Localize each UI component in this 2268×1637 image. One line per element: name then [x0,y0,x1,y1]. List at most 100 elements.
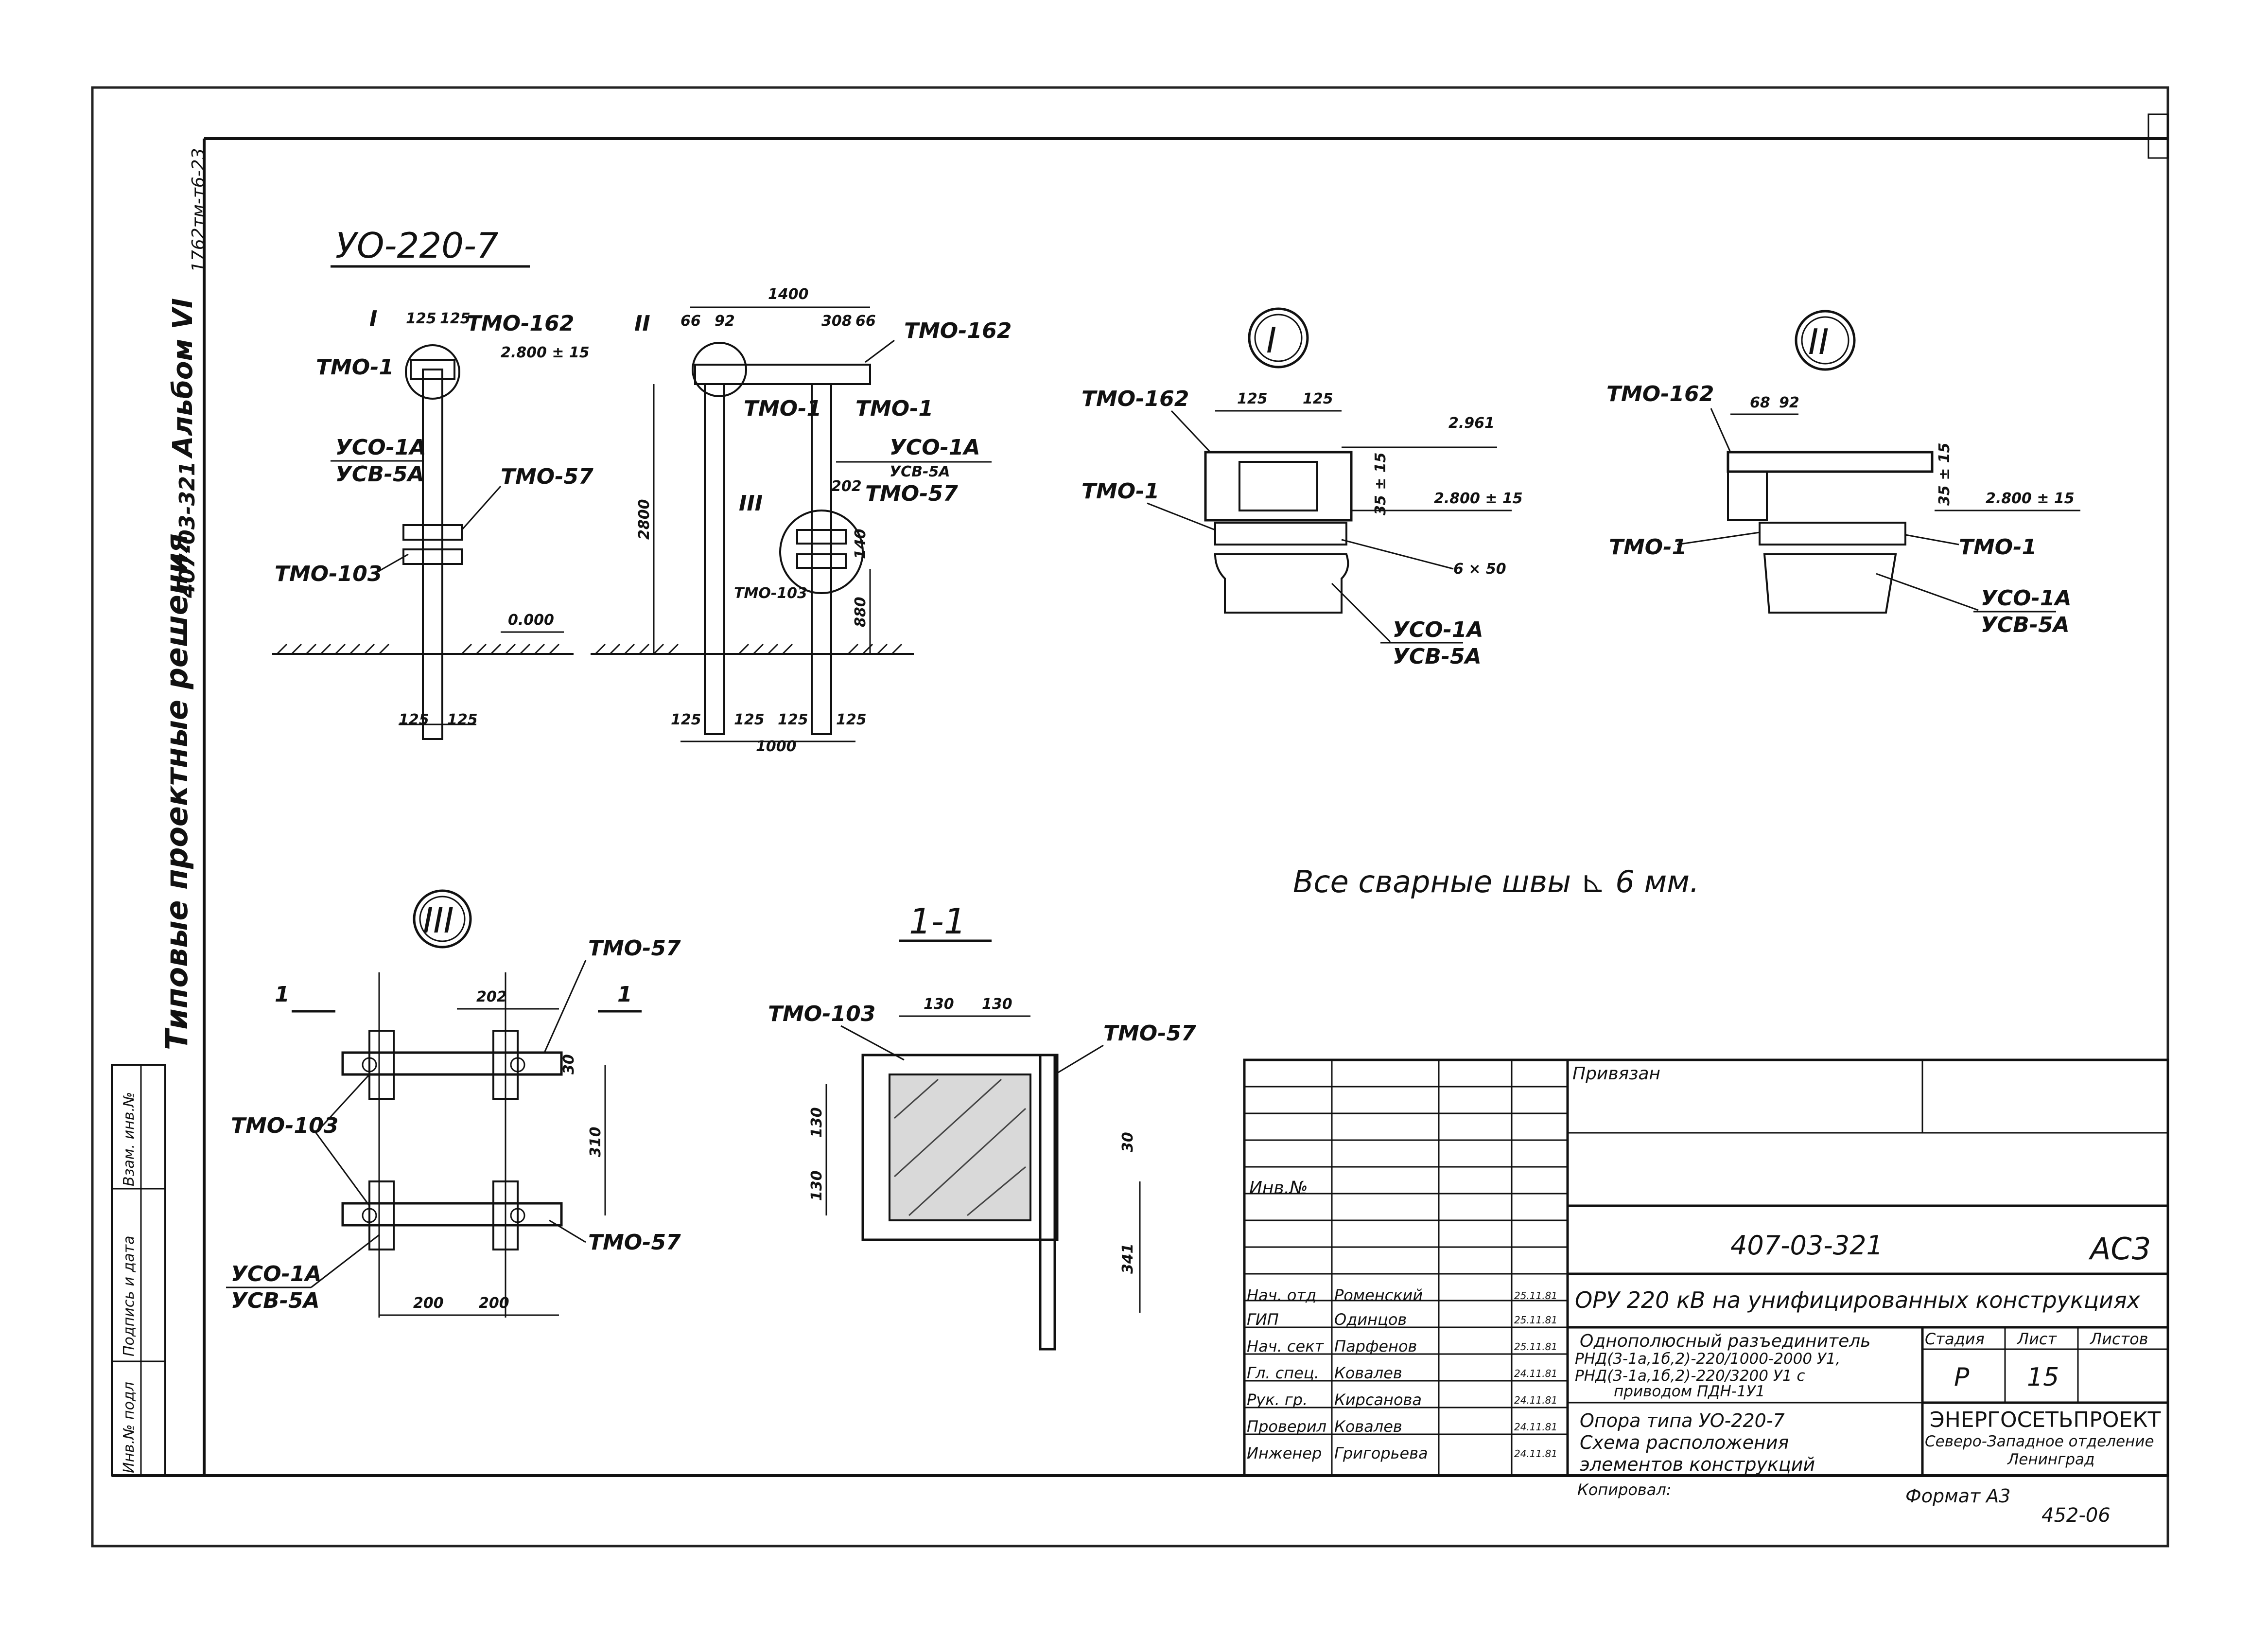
dim-130-c: 130 [808,1107,825,1138]
mark-ii-portal: II [634,311,650,336]
label-usv5a-iii: УСВ-5А [231,1288,320,1313]
label-tmo162-i: ТМО-162 [1082,387,1189,411]
staff-date-1: 25.11.81 [1514,1314,1557,1326]
staff-name-6: Григорьева [1334,1444,1428,1462]
tb-sheet-header: Лист [2017,1330,2057,1348]
label-usv5a-i: УСВ-5А [1393,644,1482,669]
tb-project: ОРУ 220 кВ на унифицированных конструкци… [1575,1287,2141,1313]
tol-35-i: 35 ± 15 [1372,452,1389,515]
dim-130-a: 130 [924,996,954,1013]
detail-i: I 125 125 ТМО-162 2.961 35 ± 15 2.800 ± … [1082,307,1523,669]
tb-org3: Ленинград [2007,1451,2094,1468]
label-tmo1-i: ТМО-1 [1082,479,1159,504]
staff-role-3: Гл. спец. [1247,1364,1319,1382]
tb-desc3: РНД(3-1а,1б,2)-220/3200 У1 с [1575,1367,1805,1385]
dim-1000: 1000 [756,738,797,755]
staff-name-5: Ковалев [1334,1417,1402,1436]
label-tmo103-sec: ТМО-103 [768,1002,875,1026]
label-tmo1-portal-a: ТМО-1 [744,396,821,421]
staff-role-0: Нач. отд [1247,1286,1316,1304]
staff-date-5: 24.11.81 [1514,1421,1557,1433]
tb-stage-header: Стадия [1925,1330,1985,1348]
label-tmo162-main: ТМО-162 [467,311,574,336]
dim-125-i2: 125 [1303,390,1333,407]
detail-iii: III 1 1 202 310 30 ТМО-57 ТМО-103 ТМО-57… [226,889,681,1318]
label-tmo1-ii-right: ТМО-1 [1959,535,2037,560]
level-2961: 2.961 [1448,415,1495,432]
mark-iii-portal: III [739,491,763,516]
label-tmo57-main: ТМО-57 [501,464,593,489]
label-tmo1-portal-b: ТМО-1 [855,396,933,421]
dim-202: 202 [476,988,507,1005]
strip-inv-podl: Инв.№ подл [121,1382,138,1473]
strip-signature: Подпись и дата [121,1236,138,1357]
view-portal: II 1400 66 92 308 66 ТМО-162 2800 880 14… [591,286,1012,755]
label-tmo103-main: ТМО-103 [275,562,382,586]
dim-92-ii: 92 [1779,394,1799,411]
detail-ii-mark: II [1808,321,1829,362]
label-tmo103-portal: ТМО-103 [734,585,807,602]
label-uso1a-iii: УСО-1А [231,1262,322,1286]
label-tmo57-iii-b: ТМО-57 [588,1230,681,1255]
dim-130-d: 130 [808,1170,825,1201]
dim-341: 341 [1119,1243,1136,1274]
section-title: 1-1 [909,901,966,942]
label-usv5a-portal: УСВ-5А [890,463,950,480]
tb-desc1: Однополюсный разъединитель [1580,1331,1870,1351]
dim-130-b: 130 [982,996,1012,1013]
staff-name-2: Парфенов [1334,1337,1417,1355]
staff-date-0: 25.11.81 [1514,1290,1557,1302]
label-tmo57-sec: ТМО-57 [1103,1021,1196,1046]
section-mark-left: 1 [275,982,290,1007]
dim-125-f: 125 [734,711,765,728]
dim-66-a: 66 [680,313,701,330]
album-label: Альбом VI [167,298,199,459]
album-code: 1762тм-т6-23 [189,148,209,272]
tb-desc4: приводом ПДН-1У1 [1614,1383,1765,1400]
level-2800-ii: 2.800 ± 15 [1986,490,2075,507]
section-1-1: 1-1 130 130 ТМО-103 ТМО-57 130 130 30 34… [768,901,1196,1351]
dim-202-portal: 202 [831,478,862,495]
weld-6x50: 6 × 50 [1453,561,1506,578]
tb-obj1: Опора типа УО-220-7 [1580,1410,1785,1431]
label-tmo57-iii-a: ТМО-57 [588,936,681,961]
staff-role-5: Проверил [1247,1417,1326,1436]
series-title: Типовые проектные решения [159,533,194,1050]
dim-68: 68 [1750,394,1770,411]
tb-org2: Северо-Западное отделение [1925,1433,2154,1450]
label-uso1a-i: УСО-1А [1393,617,1483,642]
level-2800-i: 2.800 ± 15 [1434,490,1523,507]
tb-stamp: 452-06 [2041,1504,2111,1527]
corner-box [2147,113,2169,159]
tb-desc2: РНД(3-1а,1б,2)-220/1000-2000 У1, [1575,1350,1840,1368]
dim-2800: 2800 [636,499,653,540]
level-0-main: 0.000 [508,612,554,629]
label-tmo1-ii-left: ТМО-1 [1609,535,1687,560]
staff-name-1: Одинцов [1334,1310,1407,1329]
label-tmo162-ii: ТМО-162 [1606,382,1714,406]
detail-ii: II ТМО-162 68 92 35 ± 15 2.800 ± 15 ТМО-… [1606,310,2080,637]
tb-obj3: элементов конструкций [1580,1454,1815,1475]
dim-125-c: 125 [399,711,429,728]
dim-1400: 1400 [768,286,809,303]
tb-stage: Р [1954,1363,1970,1392]
dim-92-a: 92 [715,313,735,330]
tb-org1: ЭНЕРГОСЕТЬПРОЕКТ [1930,1408,2161,1432]
tb-sheets-header: Листов [2090,1330,2148,1348]
dim-125-i1: 125 [1237,390,1268,407]
tb-sheet-code: АС3 [2088,1231,2151,1267]
staff-role-2: Нач. сект [1247,1337,1325,1355]
dim-880: 880 [852,597,869,627]
dim-125-g: 125 [778,711,808,728]
outer-frame [91,86,2169,1548]
staff-role-1: ГИП [1247,1310,1279,1329]
dim-125-h: 125 [836,711,867,728]
detail-iii-mark: III [423,900,454,941]
weld-note: Все сварные швы ⊾ 6 мм. [1293,864,1699,899]
staff-date-3: 24.11.81 [1514,1368,1557,1379]
main-view-title: УО-220-7 [335,225,499,266]
tb-code: 407-03-321 [1730,1230,1883,1261]
dim-310: 310 [587,1127,604,1157]
dim-200-a: 200 [413,1295,444,1312]
label-uso1a-ii: УСО-1А [1981,586,2072,611]
